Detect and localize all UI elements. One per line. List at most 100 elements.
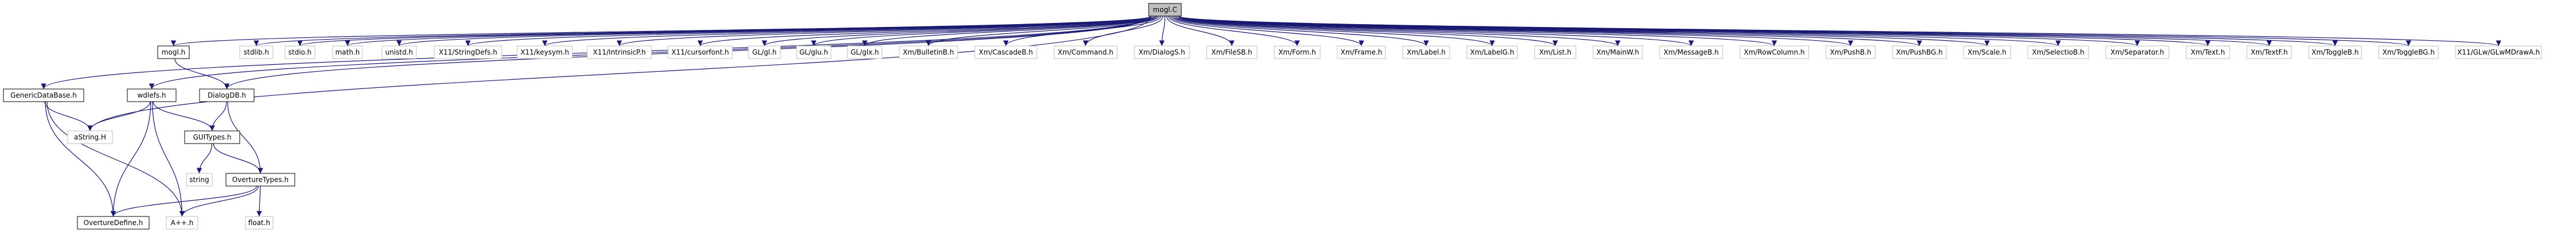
node-label: X11/cursorfont.h [672, 48, 729, 56]
node-box [587, 45, 652, 59]
node-app[interactable]: A++.h [166, 216, 198, 230]
node-xm-bulletinb[interactable]: Xm/BulletinB.h [899, 45, 958, 59]
node-x11-intrinsicp[interactable]: X11/IntrinsicP.h [587, 45, 652, 59]
node-xm-mainw[interactable]: Xm/MainW.h [1593, 45, 1643, 59]
edge-mogl_c-to-x11_glwmdrawa [1178, 16, 2501, 47]
edge-mogl_c-to-x11_keysym [542, 16, 1152, 47]
edge-mogl_c-to-xm_form [1168, 16, 1300, 47]
node-box [2308, 45, 2362, 59]
node-wdlefs[interactable]: wdlefs.h [127, 88, 177, 102]
node-box [1148, 3, 1182, 17]
node-box [796, 45, 832, 59]
edge-wdlefs-to-app [152, 101, 185, 217]
node-math[interactable]: math.h [332, 45, 363, 59]
node-box [1274, 45, 1321, 59]
node-box [1825, 45, 1876, 59]
node-box [899, 45, 958, 59]
node-label: Xm/Label.h [1407, 48, 1446, 56]
node-label: mogl.h [162, 48, 185, 56]
node-box [1739, 45, 1809, 59]
edge-mogl_c-to-x11_intrinsicp [616, 16, 1152, 47]
node-gui-types[interactable]: GUITypes.h [184, 130, 240, 144]
node-xm-label[interactable]: Xm/Label.h [1402, 45, 1450, 59]
node-label: GL/gl.h [752, 48, 776, 56]
node-xm-rowcolumn[interactable]: Xm/RowColumn.h [1739, 45, 1809, 59]
node-box [2105, 45, 2169, 59]
node-string[interactable]: string [186, 173, 213, 187]
edge-wdlefs-to-overture_define [110, 101, 151, 217]
node-box [2246, 45, 2292, 59]
node-box [1053, 45, 1118, 59]
node-box [3, 88, 84, 102]
node-xm-pushb[interactable]: Xm/PushB.h [1825, 45, 1876, 59]
node-xm-scale[interactable]: Xm/Scale.h [1963, 45, 2011, 59]
node-xm-messageb[interactable]: Xm/MessageB.h [1659, 45, 1723, 59]
node-box [1466, 45, 1518, 59]
edge-mogl_c-to-xm_toggleb [1178, 16, 2338, 47]
node-label: GL/glx.h [850, 48, 879, 56]
node-dialog-db[interactable]: DialogDB.h [199, 88, 255, 102]
edge-mogl_h-to-dialog_db [174, 58, 230, 90]
node-label: Xm/CascadeB.h [979, 48, 1033, 56]
node-stdio[interactable]: stdio.h [284, 45, 315, 59]
node-overture-define[interactable]: OvertureDefine.h [77, 216, 150, 230]
node-unistd[interactable]: unistd.h [381, 45, 417, 59]
node-label: Xm/Command.h [1057, 48, 1113, 56]
edge-dialog_db-to-overture_types [227, 101, 263, 174]
node-overture-types[interactable]: OvertureTypes.h [225, 173, 295, 187]
node-xm-labelg[interactable]: Xm/LabelG.h [1466, 45, 1518, 59]
node-xm-filesb[interactable]: Xm/FileSB.h [1206, 45, 1258, 59]
node-label: Xm/PushB.h [1830, 48, 1871, 56]
node-xm-text[interactable]: Xm/Text.h [2185, 45, 2230, 59]
edge-overture_types-to-overture_define [110, 185, 257, 217]
node-label: Xm/Scale.h [1968, 48, 2007, 56]
edge-mogl_c-to-xm_labelg [1173, 16, 1495, 47]
node-x11-cursorfont[interactable]: X11/cursorfont.h [668, 45, 733, 59]
node-label: Xm/RowColumn.h [1744, 48, 1805, 56]
node-xm-dialogs[interactable]: Xm/DialogS.h [1134, 45, 1190, 59]
node-mogl-c[interactable]: mogl.C [1148, 3, 1182, 17]
node-box [668, 45, 733, 59]
node-label: Xm/PushBG.h [1896, 48, 1942, 56]
edge-mogl_c-to-xm_label [1171, 16, 1429, 47]
node-xm-separator[interactable]: Xm/Separator.h [2105, 45, 2169, 59]
node-label: Xm/TextF.h [2251, 48, 2288, 56]
node-xm-pushbg[interactable]: Xm/PushBG.h [1892, 45, 1947, 59]
node-label: Xm/LabelG.h [1470, 48, 1514, 56]
node-xm-frame[interactable]: Xm/Frame.h [1337, 45, 1386, 59]
node-generic-db[interactable]: GenericDataBase.h [3, 88, 84, 102]
node-box [77, 216, 150, 230]
node-box [186, 173, 213, 187]
node-box [974, 45, 1037, 59]
edge-mogl_c-to-astring [87, 16, 1152, 131]
edge-mogl_c-to-xm_frame [1169, 16, 1364, 47]
node-xm-form[interactable]: Xm/Form.h [1274, 45, 1321, 59]
node-xm-togglebg[interactable]: Xm/ToggleBG.h [2378, 45, 2439, 59]
node-float[interactable]: float.h [245, 216, 274, 230]
node-mogl-h[interactable]: mogl.h [157, 45, 190, 59]
edge-mogl_c-to-gl_glx [862, 16, 1158, 47]
node-gl-glx[interactable]: GL/glx.h [847, 45, 883, 59]
node-label: float.h [248, 219, 270, 227]
node-gl-gl[interactable]: GL/gl.h [748, 45, 781, 59]
edge-wdlefs-to-gui_types [153, 101, 215, 131]
node-xm-cascadeb[interactable]: Xm/CascadeB.h [974, 45, 1037, 59]
node-xm-toggleb[interactable]: Xm/ToggleB.h [2308, 45, 2362, 59]
node-x11-keysym[interactable]: X11/keysym.h [517, 45, 573, 59]
node-box [1134, 45, 1190, 59]
node-gl-glu[interactable]: GL/glu.h [796, 45, 832, 59]
edge-gui_types-to-string [196, 143, 213, 174]
node-xm-list[interactable]: Xm/List.h [1534, 45, 1576, 59]
edge-generic_db-to-overture_define [45, 101, 116, 217]
node-box [199, 88, 255, 102]
node-xm-selectiob[interactable]: Xm/SelectioB.h [2027, 45, 2089, 59]
node-box [127, 88, 177, 102]
node-label: aString.H [74, 133, 106, 141]
node-stdlib[interactable]: stdlib.h [239, 45, 274, 59]
node-xm-command[interactable]: Xm/Command.h [1053, 45, 1118, 59]
node-x11-glwmdrawa[interactable]: X11/GLw/GLwMDrawA.h [2455, 45, 2542, 59]
node-x11-stringdefs[interactable]: X11/StringDefs.h [434, 45, 502, 59]
node-xm-textf[interactable]: Xm/TextF.h [2246, 45, 2292, 59]
node-astring[interactable]: aString.H [67, 130, 113, 144]
